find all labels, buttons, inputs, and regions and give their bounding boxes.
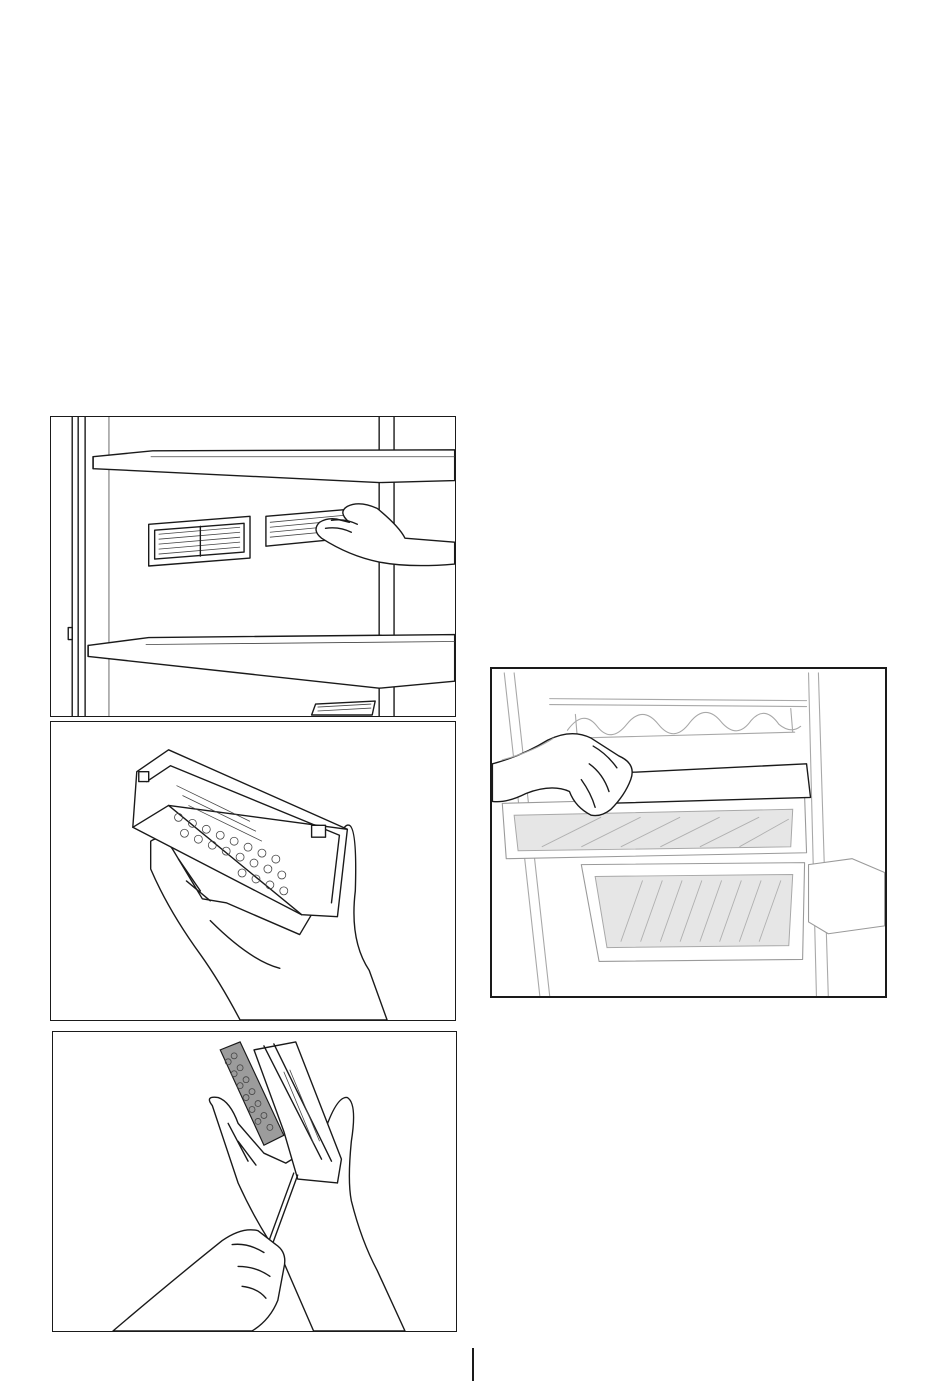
figure-crisper-cover xyxy=(490,667,887,998)
crisper-drawer-illustration xyxy=(492,669,885,996)
figure-open-cassette xyxy=(52,1031,457,1332)
figure-odour-filter-removal xyxy=(50,416,456,717)
page-marker-line xyxy=(472,1348,474,1381)
fridge-shelves-illustration xyxy=(51,417,455,716)
filter-grille-left xyxy=(149,516,250,566)
bottle-rack xyxy=(567,709,800,739)
cassette-opening-illustration xyxy=(53,1032,456,1331)
filter-cassette-illustration xyxy=(51,722,455,1020)
hand-illustration-tool xyxy=(113,1230,285,1331)
crisper-drawer xyxy=(581,863,804,962)
figure-filter-in-hand xyxy=(50,721,456,1021)
